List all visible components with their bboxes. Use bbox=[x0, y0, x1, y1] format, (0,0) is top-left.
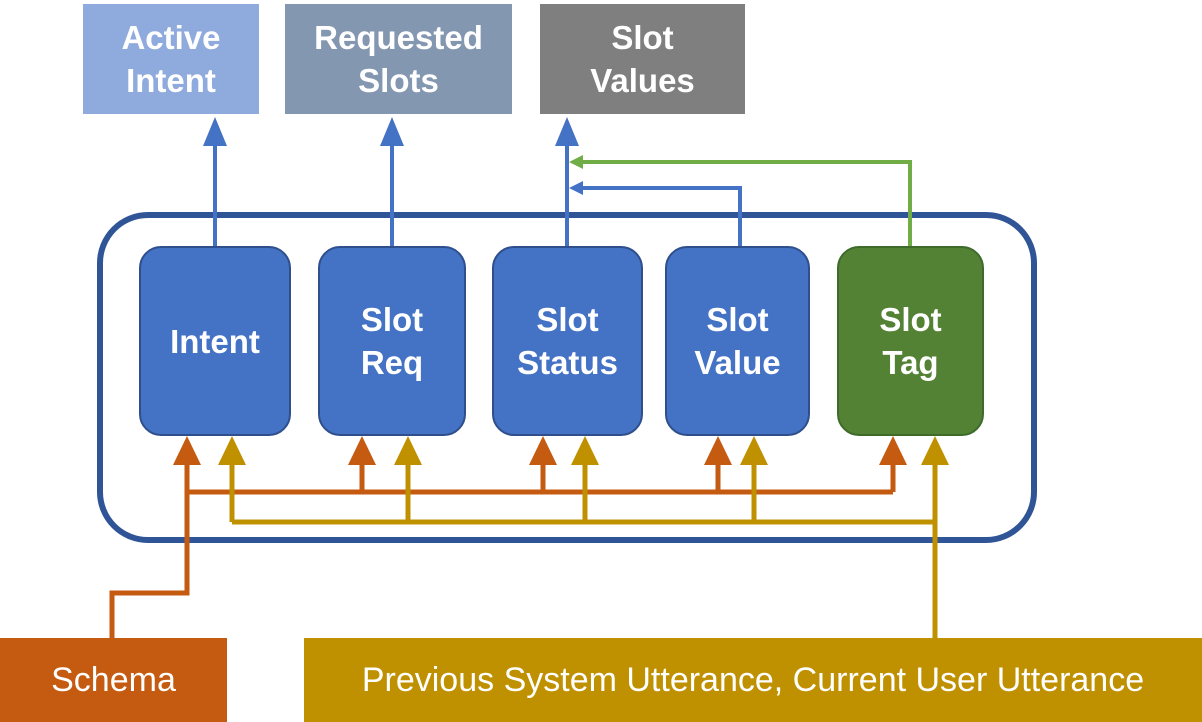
utterance-bus bbox=[229, 462, 938, 638]
slot-values-line1: Slot bbox=[611, 19, 674, 56]
active-intent-arrowhead bbox=[203, 117, 227, 146]
active-intent-output: Active Intent bbox=[83, 4, 259, 114]
schema-slotvalue-arrowhead bbox=[704, 436, 732, 465]
requested-slots-output: Requested Slots bbox=[285, 4, 512, 114]
slot-tag-line1: Slot bbox=[879, 301, 942, 338]
slottag-to-slot-values-line bbox=[580, 160, 912, 246]
schema-slotreq-arrowhead bbox=[348, 436, 376, 465]
slot-value-line2: Value bbox=[694, 344, 781, 381]
schema-slotstatus-arrowhead bbox=[529, 436, 557, 465]
utterance-slotreq-arrowhead bbox=[394, 436, 422, 465]
slot-values-arrowhead bbox=[555, 117, 579, 146]
slot-tag-module: Slot Tag bbox=[837, 246, 984, 436]
utterance-slotvalue-arrowhead bbox=[740, 436, 768, 465]
schema-intent-arrowhead bbox=[173, 436, 201, 465]
slot-value-line1: Slot bbox=[706, 301, 769, 338]
slotvalue-merge-arrowhead bbox=[569, 181, 583, 195]
schema-bus bbox=[109, 462, 896, 638]
utterance-input: Previous System Utterance, Current User … bbox=[304, 638, 1202, 722]
slot-req-line2: Req bbox=[360, 344, 424, 381]
requested-slots-line1: Requested bbox=[314, 19, 483, 56]
slot-status-line1: Slot bbox=[536, 301, 599, 338]
slot-req-module: Slot Req bbox=[318, 246, 466, 436]
slot-values-output: Slot Values bbox=[540, 4, 745, 114]
utterance-slotstatus-arrowhead bbox=[571, 436, 599, 465]
slot-status-line2: Status bbox=[517, 344, 618, 381]
utterance-label: Previous System Utterance, Current User … bbox=[361, 660, 1145, 699]
slot-req-line1: Slot bbox=[360, 301, 424, 338]
active-intent-line1: Active bbox=[121, 19, 221, 56]
output-connectors bbox=[213, 145, 742, 246]
slotvalue-to-slot-values-line bbox=[580, 186, 742, 246]
slottag-merge-arrowhead bbox=[569, 155, 583, 169]
schema-feed-line bbox=[109, 492, 190, 638]
utterance-slottag-arrowhead bbox=[921, 436, 949, 465]
requested-slots-arrowhead bbox=[380, 117, 404, 146]
slot-tag-line2: Tag bbox=[882, 344, 939, 381]
requested-slots-line2: Slots bbox=[358, 62, 439, 99]
schema-label: Schema bbox=[51, 660, 176, 699]
slot-status-module: Slot Status bbox=[492, 246, 643, 436]
intent-module-label: Intent bbox=[170, 322, 260, 360]
intent-module: Intent bbox=[139, 246, 291, 436]
schema-input: Schema bbox=[0, 638, 227, 722]
utterance-intent-arrowhead bbox=[218, 436, 246, 465]
active-intent-line2: Intent bbox=[126, 62, 216, 99]
schema-slottag-arrowhead bbox=[879, 436, 907, 465]
slot-values-line2: Values bbox=[590, 62, 695, 99]
slot-value-module: Slot Value bbox=[665, 246, 810, 436]
